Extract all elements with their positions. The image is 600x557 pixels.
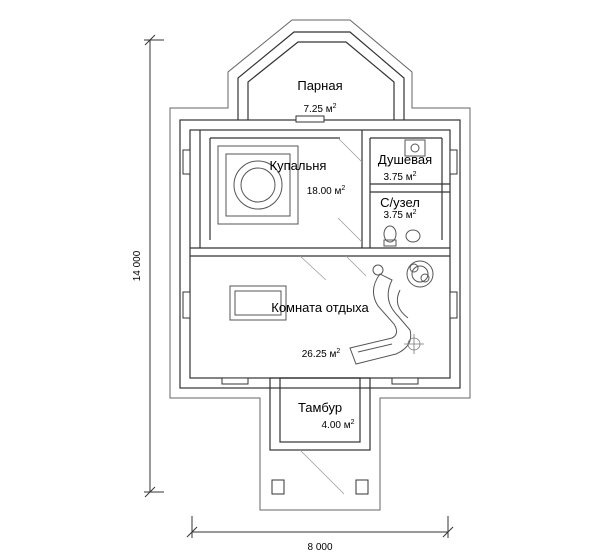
- room-area-shower: 3.75 м2: [383, 171, 416, 183]
- dimension-height: [144, 34, 164, 498]
- porch-columns: [271, 479, 369, 495]
- room-name-steam: Парная: [297, 78, 342, 93]
- dimension-width: [186, 516, 454, 538]
- room-area-vestibule: 4.00 м2: [321, 419, 354, 431]
- windows: [182, 115, 458, 385]
- plant-icon: [406, 260, 434, 288]
- room-area-lounge: 26.25 м2: [302, 348, 341, 360]
- outer-outline: [169, 19, 471, 511]
- room-name-shower: Душевая: [378, 152, 432, 167]
- room-area-wc: 3.75 м2: [383, 209, 416, 221]
- room-area-bathing: 18.00 м2: [307, 185, 346, 197]
- room-name-bathing: Купальня: [270, 158, 327, 173]
- dimension-height-label: 14 000: [132, 250, 143, 281]
- walls: [179, 31, 461, 451]
- sink: [405, 229, 421, 243]
- room-area-steam: 7.25 м2: [303, 103, 336, 115]
- dimension-width-label: 8 000: [307, 542, 332, 553]
- room-name-wc: С/узел: [380, 195, 420, 210]
- shower-tray: [404, 139, 426, 157]
- room-name-vestibule: Тамбур: [298, 400, 342, 415]
- room-labels: Парная 7.25 м2 Купальня 18.00 м2 Душевая…: [270, 78, 433, 431]
- billiard-table: [229, 285, 287, 321]
- coffee-table: [372, 264, 384, 276]
- door-swings: [299, 137, 367, 495]
- floor-lamp-icon: [404, 334, 424, 354]
- room-name-lounge: Комната отдыха: [271, 300, 369, 315]
- corner-sofa: [349, 273, 412, 365]
- toilet: [383, 225, 397, 247]
- pool: [217, 145, 299, 225]
